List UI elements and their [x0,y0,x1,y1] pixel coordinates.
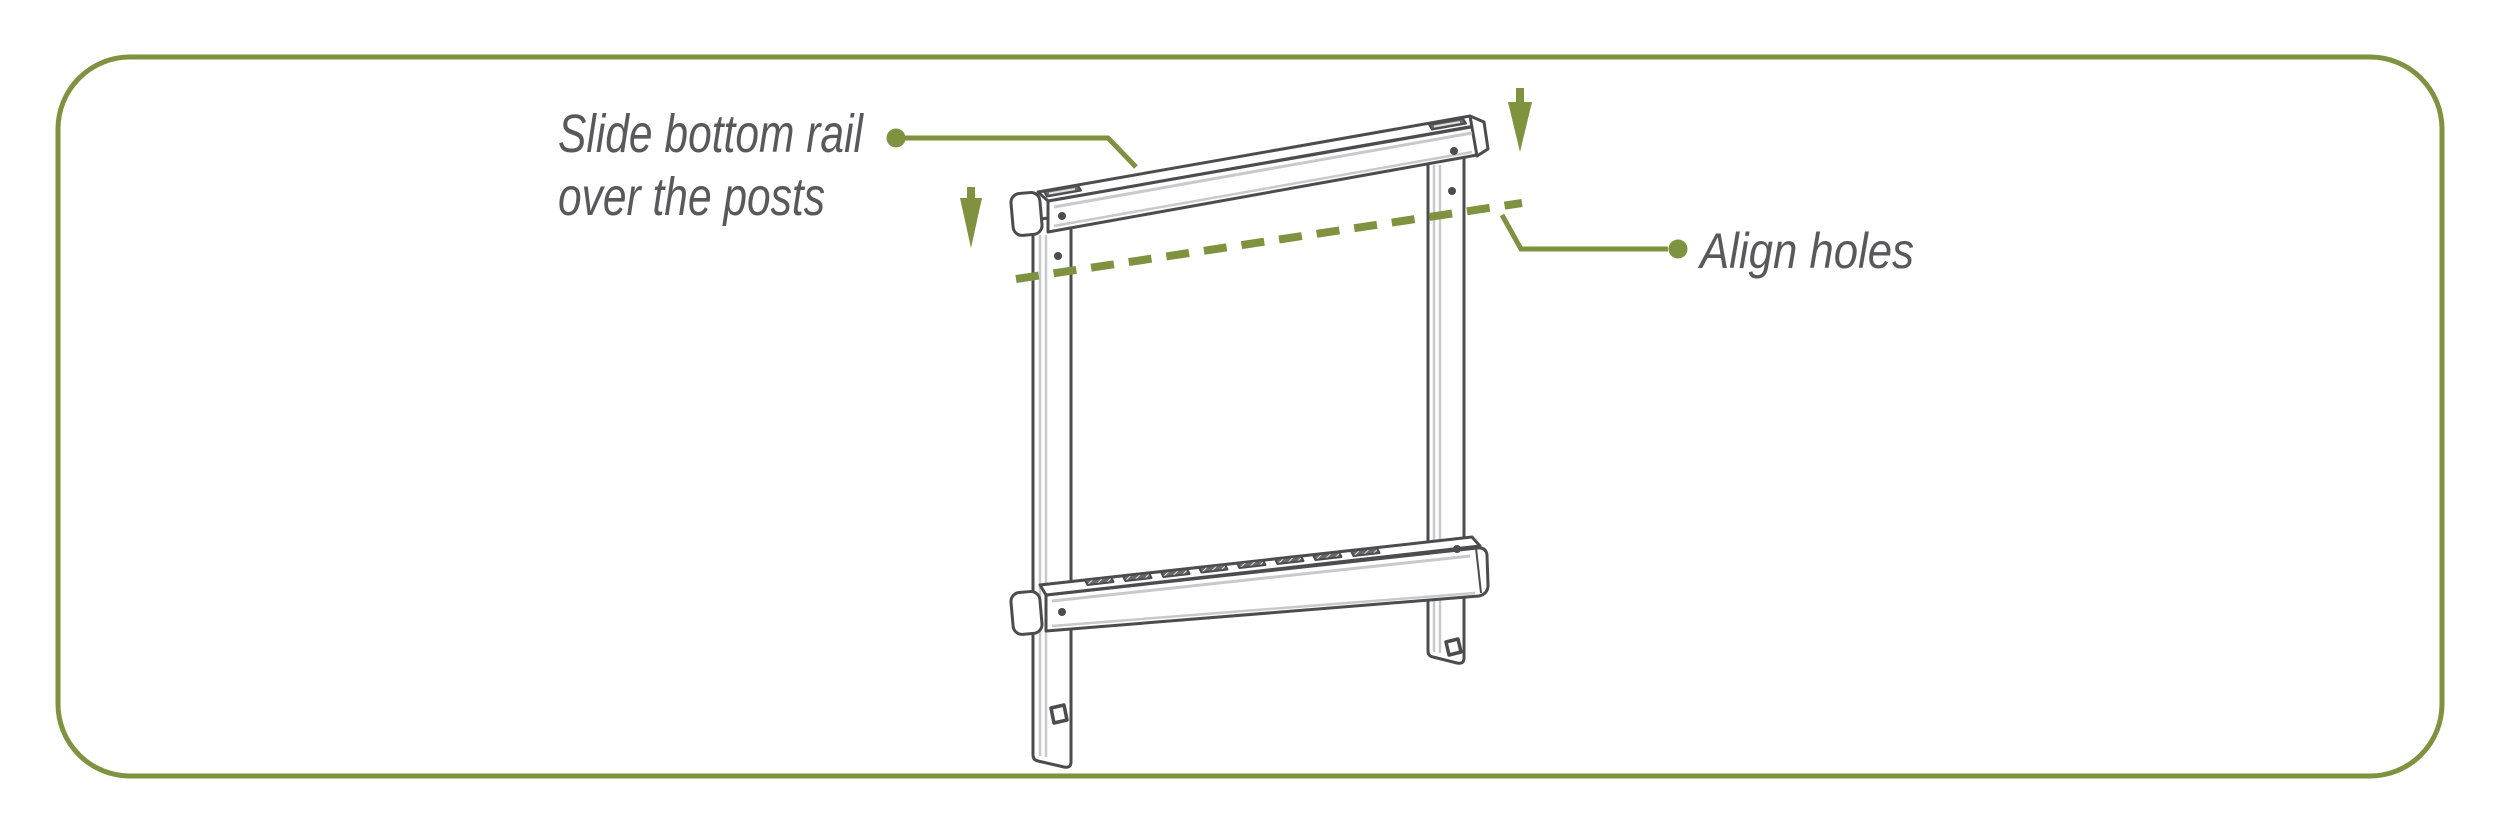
callout-dot-icon [886,128,906,148]
bottom-rail-shade-line [1051,554,1471,603]
callout-leader-line [904,135,1138,169]
top-rail-shade-line [1053,131,1473,209]
bottom-rail-right-cap-edge [1475,547,1482,594]
bottom-rail-shade-line [1051,591,1476,628]
bottom-rail-slot-row [1084,547,1381,586]
callout-leader-line [1499,213,1668,252]
top-rail-hole-left [1058,212,1066,220]
top-rail-mortise-left-slit [1048,188,1076,195]
down-arrow-icon [960,187,982,248]
down-arrow-right [1508,88,1532,152]
top-rail-mortise-right-slit [1433,121,1461,128]
post-left-body [1031,213,1073,769]
down-arrow-icon [1508,88,1532,152]
bottom-rail-hole-left [1058,608,1066,616]
bottom-rail-front-face [1044,546,1490,633]
post-right-hole [1448,187,1456,195]
callout-label-line1: Slide bottom rail [558,104,865,164]
rail-slot [1350,547,1381,557]
top-rail [1009,114,1490,237]
callout-label-align-holes: Align holes [1697,223,1914,279]
rail-slot [1274,555,1305,565]
rail-slot [1122,572,1153,582]
down-arrow-left [960,187,982,248]
top-rail-shade-line [1053,150,1473,228]
rail-slot [1198,563,1229,574]
post-left-foot-hole [1049,703,1069,725]
rail-slot [1312,551,1343,561]
post-right [1426,133,1466,665]
top-rail-hole-right [1450,147,1458,155]
post-right-body [1426,133,1466,665]
bottom-rail [1009,535,1490,636]
bottom-rail-left-cap [1009,590,1044,636]
callout-slide-bottom-rail: Slide bottom rail over the posts [558,104,1138,227]
bottom-rail-hole-right [1453,545,1461,553]
top-rail-left-cap [1009,191,1044,237]
callout-label-line2: over the posts [558,167,825,227]
post-right-foot-hole [1444,637,1463,657]
rail-slot [1160,568,1191,578]
top-rail-right-cap [1468,114,1490,158]
rail-slot [1084,576,1115,586]
rail-slot [1236,559,1267,569]
callout-dot-icon [1668,239,1688,259]
callout-align-holes: Align holes [1499,213,1914,279]
post-left [1031,213,1073,769]
panel-border [55,54,2445,779]
hole-alignment-dashed-line [1015,199,1523,283]
post-left-hole [1054,252,1062,260]
